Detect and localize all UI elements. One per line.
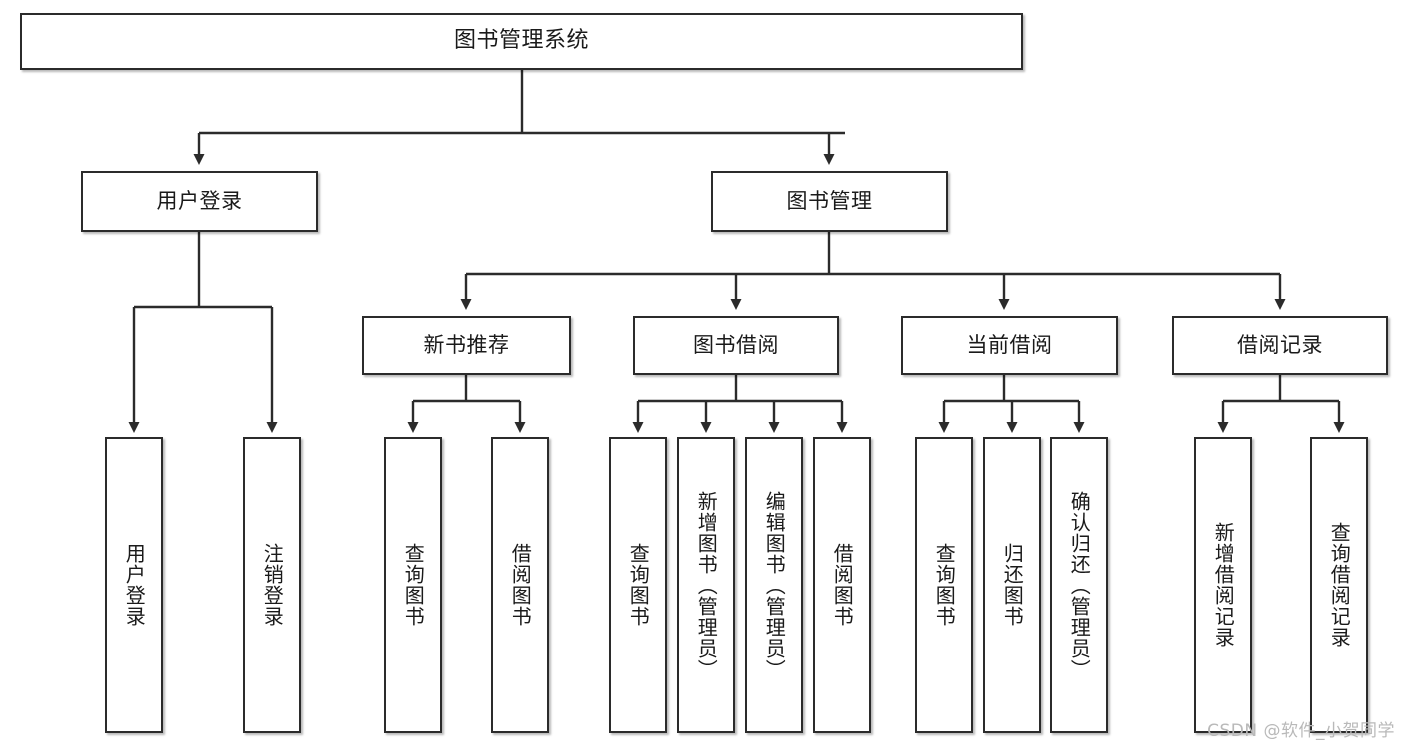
node-label: 图书管理系统 (453, 28, 589, 54)
leaf-record-query-record[interactable]: 查询借阅记录 (1310, 437, 1368, 733)
leaf-borrow-borrow-book[interactable]: 借阅图书 (813, 437, 871, 733)
node-label: 新增图书（管理员） (694, 490, 719, 680)
leaf-new-book-borrow-book[interactable]: 借阅图书 (491, 437, 549, 733)
leaf-new-book-query-book[interactable]: 查询图书 (384, 437, 442, 733)
node-label: 归还图书 (1000, 543, 1025, 627)
node-label: 查询图书 (932, 543, 957, 627)
leaf-user-login-login[interactable]: 用户登录 (105, 437, 163, 733)
leaf-borrow-query-book[interactable]: 查询图书 (609, 437, 667, 733)
node-label: 查询借阅记录 (1327, 522, 1352, 648)
leaf-borrow-add-book-admin[interactable]: 新增图书（管理员） (677, 437, 735, 733)
leaf-user-login-logout[interactable]: 注销登录 (243, 437, 301, 733)
node-current-borrow[interactable]: 当前借阅 (901, 316, 1118, 375)
node-user-login[interactable]: 用户登录 (81, 171, 318, 232)
node-label: 编辑图书（管理员） (762, 490, 787, 680)
node-borrow-record[interactable]: 借阅记录 (1172, 316, 1388, 375)
node-label: 用户登录 (122, 543, 147, 627)
node-label: 当前借阅 (966, 332, 1053, 357)
node-label: 借阅图书 (830, 543, 855, 627)
leaf-current-query-book[interactable]: 查询图书 (915, 437, 973, 733)
node-root-book-management-system[interactable]: 图书管理系统 (20, 13, 1023, 70)
node-label: 查询图书 (626, 543, 651, 627)
node-label: 确认归还（管理员） (1067, 490, 1092, 680)
node-book-management[interactable]: 图书管理 (711, 171, 948, 232)
leaf-borrow-edit-book-admin[interactable]: 编辑图书（管理员） (745, 437, 803, 733)
node-new-book-recommend[interactable]: 新书推荐 (362, 316, 571, 375)
leaf-current-return-book[interactable]: 归还图书 (983, 437, 1041, 733)
node-label: 图书管理 (786, 188, 873, 213)
node-label: 借阅图书 (508, 543, 533, 627)
node-label: 注销登录 (260, 543, 285, 627)
node-label: 新书推荐 (423, 332, 510, 357)
node-label: 新增借阅记录 (1211, 522, 1236, 648)
node-label: 查询图书 (401, 543, 426, 627)
leaf-current-confirm-return-admin[interactable]: 确认归还（管理员） (1050, 437, 1108, 733)
node-label: 借阅记录 (1237, 332, 1323, 357)
node-book-borrow[interactable]: 图书借阅 (633, 316, 839, 375)
node-label: 用户登录 (156, 188, 243, 213)
leaf-record-add-record[interactable]: 新增借阅记录 (1194, 437, 1252, 733)
node-label: 图书借阅 (693, 332, 779, 357)
